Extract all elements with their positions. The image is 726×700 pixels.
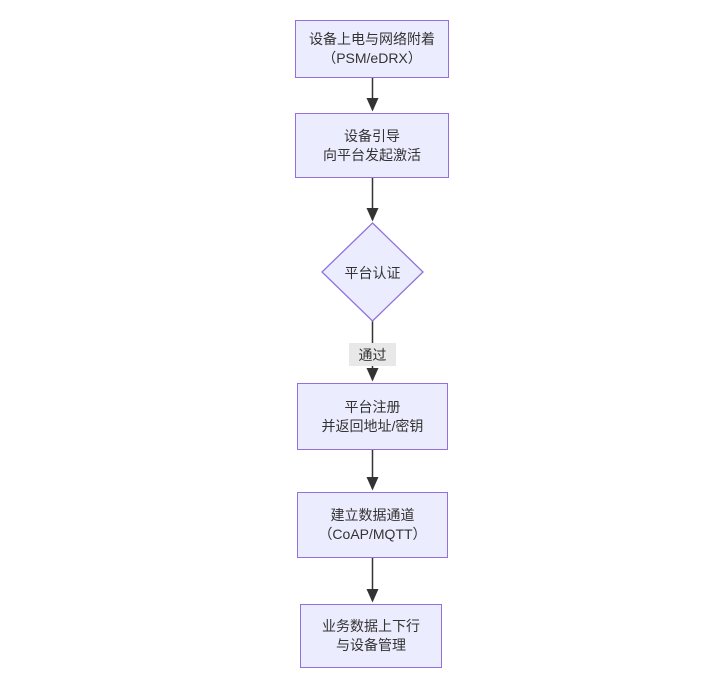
node-line: 建立数据通道 bbox=[330, 507, 415, 523]
node-business-data: 业务数据上下行 与设备管理 bbox=[300, 604, 442, 668]
node-line: 向平台发起激活 bbox=[323, 146, 421, 163]
node-line: 并返回地址/密钥 bbox=[321, 417, 424, 434]
node-line: 与设备管理 bbox=[336, 637, 406, 653]
node-bootstrap-activate: 设备引导 向平台发起激活 bbox=[295, 113, 449, 178]
node-line: 平台注册 bbox=[344, 398, 401, 415]
node-data-channel: 建立数据通道 （CoAP/MQTT） bbox=[297, 492, 448, 558]
edge-label-pass: 通过 bbox=[349, 343, 396, 366]
node-platform-auth: 平台认证 bbox=[322, 263, 423, 283]
node-line: （CoAP/MQTT） bbox=[318, 526, 427, 542]
node-power-on-attach: 设备上电与网络附着 （PSM/eDRX） bbox=[295, 20, 449, 78]
node-line: 平台认证 bbox=[344, 265, 401, 281]
node-line: （PSM/eDRX） bbox=[322, 50, 422, 66]
node-platform-register: 平台注册 并返回地址/密钥 bbox=[297, 383, 448, 450]
decision-diamond-shape bbox=[321, 222, 424, 322]
node-line: 设备上电与网络附着 bbox=[309, 31, 435, 47]
node-line: 业务数据上下行 bbox=[322, 618, 420, 634]
node-line: 设备引导 bbox=[344, 127, 400, 144]
edge-label-text: 通过 bbox=[358, 346, 387, 363]
